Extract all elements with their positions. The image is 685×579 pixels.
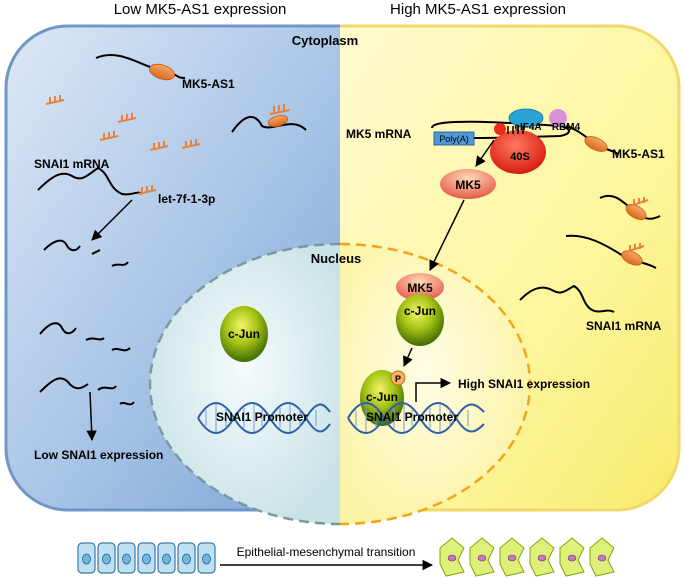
mk5-nuclear [396, 273, 444, 301]
snai1-mrna-left [37, 166, 157, 196]
nucleus-label: Nucleus [311, 251, 362, 266]
cjun-left [220, 306, 268, 362]
phospho-label: P [395, 374, 401, 384]
arrow-to-mk5 [475, 139, 495, 167]
promoter-label-right: SNAI1 Promoter [366, 410, 458, 424]
cjun-p-label: c-Jun [366, 390, 398, 404]
rna-mirna-complex-left [231, 104, 307, 133]
mesenchymal-cells [439, 537, 615, 577]
transcription-arrow [415, 377, 452, 402]
eif4a-factor [508, 108, 544, 128]
small-subunit-dot [494, 123, 506, 135]
cjun-bound-right [396, 294, 444, 346]
cjun-phosphorylated [360, 370, 404, 426]
promoter-label-left: SNAI1 Promoter [216, 410, 308, 424]
cytoplasm-label: Cytoplasm [292, 33, 358, 48]
lncrna-label-left: MK5-AS1 [182, 77, 235, 91]
mirna-label: let-7f-1-3p [158, 192, 215, 206]
rbm4-factor [549, 109, 567, 127]
header-low: Low MK5-AS1 expression [114, 1, 287, 18]
mirna-scatter-left [45, 95, 201, 151]
arrow-low-expression [86, 391, 97, 442]
snai1-mrna-label-right: SNAI1 mRNA [586, 319, 662, 333]
cjun-label-right: c-Jun [404, 304, 436, 318]
header-high: High MK5-AS1 expression [390, 1, 566, 18]
rbm4-label: RBM4 [552, 122, 581, 133]
codon-comb [507, 126, 524, 134]
cjun-label-left: c-Jun [228, 327, 260, 341]
phospho-group [390, 370, 406, 386]
lncrna-mk5-as1-left [95, 54, 186, 81]
ribosome-40s [490, 130, 546, 174]
epithelial-cells [77, 542, 216, 574]
high-expression-label: High SNAI1 expression [458, 377, 590, 391]
arrow-mk5-to-nucleus [429, 199, 465, 271]
mk5-label: MK5 [455, 178, 481, 192]
snai1-mrna-label-left: SNAI1 mRNA [34, 157, 110, 171]
nucleus [148, 242, 532, 526]
arrow-degradation-1 [91, 199, 133, 241]
polya-tag: Poly(A) [433, 131, 475, 146]
dna-helix-right [347, 402, 485, 434]
mk5-mrna-label: MK5 mRNA [346, 127, 412, 141]
mk5-protein [440, 169, 496, 199]
polya-label: Poly(A) [439, 134, 469, 144]
ribosome-label: 40S [510, 151, 530, 163]
dna-helix-left [197, 402, 331, 434]
arrow-phosphorylation [403, 347, 413, 367]
mk5-nuclear-label: MK5 [407, 281, 433, 295]
eif4a-label: eIF4A [514, 122, 541, 133]
low-expression-label: Low SNAI1 expression [34, 448, 163, 462]
snai1-mrna-right [519, 284, 615, 313]
rna-mirna-complex-right [565, 195, 661, 269]
degraded-rna-fragments [39, 239, 135, 406]
lncrna-mk5-as1-right [565, 125, 619, 155]
lncrna-label-right: MK5-AS1 [612, 147, 665, 161]
emt-label: Epithelial-mesenchymal transition [237, 545, 416, 559]
